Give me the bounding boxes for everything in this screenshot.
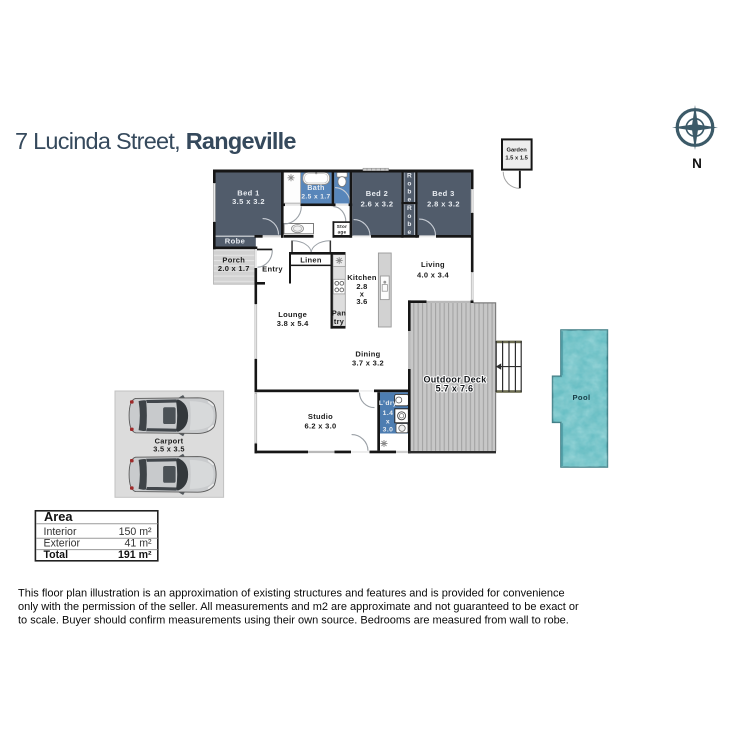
svg-text:4.0 x 3.4: 4.0 x 3.4 — [417, 271, 449, 280]
svg-text:2.0 x 1.7: 2.0 x 1.7 — [218, 264, 250, 273]
svg-text:1.5 x 1.5: 1.5 x 1.5 — [505, 155, 528, 161]
svg-text:Area: Area — [44, 509, 73, 524]
svg-text:Carport: Carport — [155, 437, 184, 446]
svg-text:Garden: Garden — [506, 148, 527, 154]
svg-text:N: N — [692, 156, 702, 171]
svg-text:3.6: 3.6 — [356, 297, 367, 306]
svg-text:R: R — [407, 173, 412, 180]
svg-text:b: b — [407, 221, 411, 228]
svg-text:age: age — [338, 230, 347, 235]
svg-text:Porch: Porch — [222, 255, 245, 264]
svg-text:5.7 x 7.6: 5.7 x 7.6 — [436, 384, 474, 394]
svg-text:2.8: 2.8 — [356, 282, 367, 291]
svg-text:to scale. Buyer should confirm: to scale. Buyer should confirm measureme… — [18, 614, 569, 626]
svg-text:3.8 x 5.4: 3.8 x 5.4 — [277, 319, 309, 328]
svg-text:2.6 x 3.2: 2.6 x 3.2 — [361, 199, 394, 208]
svg-text:e: e — [408, 229, 412, 236]
svg-text:o: o — [407, 213, 411, 220]
svg-text:Robe: Robe — [225, 236, 246, 245]
svg-text:150 m²: 150 m² — [119, 526, 152, 538]
svg-text:Bath: Bath — [307, 183, 325, 192]
svg-text:2.5 x 1.7: 2.5 x 1.7 — [301, 193, 330, 200]
svg-text:Linen: Linen — [300, 255, 322, 264]
svg-text:Outdoor Deck: Outdoor Deck — [423, 375, 487, 385]
svg-text:Total: Total — [44, 549, 69, 561]
svg-text:Stor: Stor — [337, 224, 347, 229]
svg-text:Bed 2: Bed 2 — [366, 189, 388, 198]
svg-text:3.5 x 3.5: 3.5 x 3.5 — [153, 445, 184, 454]
svg-text:Living: Living — [421, 260, 445, 269]
svg-text:1.4: 1.4 — [383, 410, 394, 417]
svg-text:o: o — [407, 181, 411, 188]
svg-text:Pan: Pan — [332, 309, 346, 318]
svg-text:e: e — [408, 197, 412, 204]
svg-text:L’dry: L’dry — [379, 400, 397, 407]
svg-text:Lounge: Lounge — [278, 310, 307, 319]
svg-text:Kitchen: Kitchen — [347, 273, 377, 282]
svg-text:This floor plan illustration i: This floor plan illustration is an appro… — [18, 588, 565, 600]
svg-text:3.7 x 3.2: 3.7 x 3.2 — [352, 358, 384, 367]
svg-text:2.8 x 3.2: 2.8 x 3.2 — [427, 199, 460, 208]
svg-text:7 Lucinda Street, Rangeville: 7 Lucinda Street, Rangeville — [15, 128, 296, 154]
svg-text:only with the permission of th: only with the permission of the seller. … — [18, 601, 579, 613]
svg-text:41 m²: 41 m² — [125, 537, 153, 549]
svg-text:b: b — [407, 189, 411, 196]
svg-text:Bed 3: Bed 3 — [432, 189, 454, 198]
svg-text:R: R — [407, 205, 412, 212]
svg-text:Entry: Entry — [262, 265, 283, 274]
svg-text:Pool: Pool — [572, 393, 590, 402]
svg-text:3.5 x 3.2: 3.5 x 3.2 — [232, 197, 265, 206]
svg-text:Exterior: Exterior — [44, 537, 81, 549]
svg-text:6.2 x 3.0: 6.2 x 3.0 — [305, 422, 337, 431]
svg-text:Bed 1: Bed 1 — [237, 188, 259, 197]
svg-text:Studio: Studio — [308, 412, 333, 421]
svg-text:x: x — [386, 419, 390, 426]
svg-text:Dining: Dining — [355, 350, 380, 359]
svg-text:Interior: Interior — [44, 526, 77, 538]
svg-text:191 m²: 191 m² — [118, 549, 152, 561]
svg-text:3.0: 3.0 — [383, 427, 394, 434]
svg-text:x: x — [360, 290, 365, 299]
svg-text:try: try — [334, 317, 345, 326]
